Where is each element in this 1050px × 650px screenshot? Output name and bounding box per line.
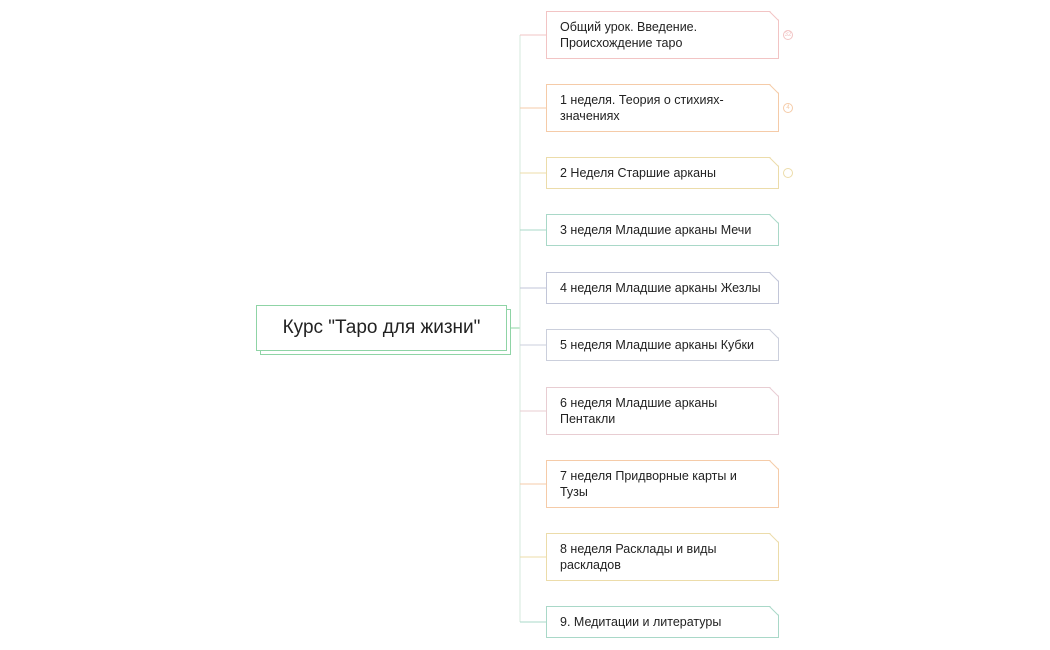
folded-corner <box>770 214 779 223</box>
subtopic-label: 2 Неделя Старшие арканы <box>560 166 716 180</box>
folded-corner <box>770 460 779 469</box>
folded-corner-edge <box>769 533 779 543</box>
folded-corner-edge <box>769 329 779 339</box>
folded-corner-edge <box>769 11 779 21</box>
folded-corner <box>770 11 779 20</box>
collapse-count-badge[interactable]: 4 <box>783 103 793 113</box>
folded-corner-edge <box>769 387 779 397</box>
subtopic-label: 6 неделя Младшие арканы Пентакли <box>560 396 718 426</box>
folded-corner-edge <box>769 606 779 616</box>
folded-corner-edge <box>769 157 779 167</box>
subtopic-node[interactable]: 3 неделя Младшие арканы Мечи <box>546 214 779 246</box>
subtopic-node[interactable]: 5 неделя Младшие арканы Кубки <box>546 329 779 361</box>
subtopic-node[interactable]: 8 неделя Расклады и виды раскладов <box>546 533 779 581</box>
folded-corner <box>770 272 779 281</box>
folded-corner <box>770 329 779 338</box>
subtopic-label: 7 неделя Придворные карты и Тузы <box>560 469 737 499</box>
subtopic-label: 8 неделя Расклады и виды раскладов <box>560 542 717 572</box>
subtopic-node[interactable]: Общий урок. Введение. Происхождение таро <box>546 11 779 59</box>
subtopic-node[interactable]: 7 неделя Придворные карты и Тузы <box>546 460 779 508</box>
folded-corner-edge <box>769 272 779 282</box>
subtopic-label: 4 неделя Младшие арканы Жезлы <box>560 281 761 295</box>
subtopic-label: 9. Медитации и литературы <box>560 615 722 629</box>
folded-corner <box>770 606 779 615</box>
subtopic-label: 5 неделя Младшие арканы Кубки <box>560 338 755 352</box>
folded-corner-edge <box>769 460 779 470</box>
subtopic-label: 3 неделя Младшие арканы Мечи <box>560 223 752 237</box>
subtopic-node[interactable]: 4 неделя Младшие арканы Жезлы <box>546 272 779 304</box>
collapse-count-badge[interactable]: 32 <box>783 30 793 40</box>
root-topic[interactable]: Курс "Таро для жизни" <box>256 305 507 351</box>
root-topic-label: Курс "Таро для жизни" <box>282 317 481 338</box>
folded-corner <box>770 387 779 396</box>
folded-corner-edge <box>769 84 779 94</box>
subtopic-label: 1 неделя. Теория о стихиях-значениях <box>560 93 724 123</box>
subtopic-node[interactable]: 2 Неделя Старшие арканы <box>546 157 779 189</box>
folded-corner <box>770 533 779 542</box>
folded-corner <box>770 84 779 93</box>
collapse-count-badge[interactable] <box>783 168 793 178</box>
subtopic-label: Общий урок. Введение. Происхождение таро <box>560 20 698 50</box>
subtopic-node[interactable]: 6 неделя Младшие арканы Пентакли <box>546 387 779 435</box>
subtopic-node[interactable]: 1 неделя. Теория о стихиях-значениях <box>546 84 779 132</box>
folded-corner <box>770 157 779 166</box>
folded-corner-edge <box>769 214 779 224</box>
subtopic-node[interactable]: 9. Медитации и литературы <box>546 606 779 638</box>
